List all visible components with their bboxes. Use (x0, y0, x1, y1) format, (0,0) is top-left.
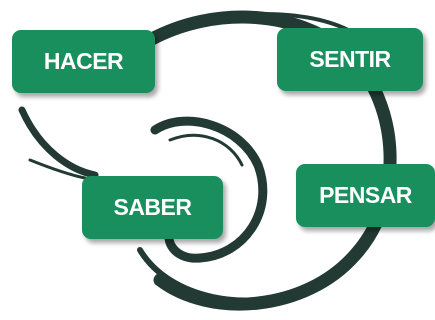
node-saber-label: SABER (113, 194, 191, 221)
node-pensar-label: PENSAR (319, 182, 412, 209)
node-sentir: SENTIR (277, 28, 423, 91)
swirl-left-stroke (22, 110, 95, 175)
node-sentir-label: SENTIR (309, 46, 390, 73)
node-hacer: HACER (12, 30, 155, 93)
node-hacer-label: HACER (44, 48, 123, 75)
node-saber: SABER (82, 176, 223, 239)
node-pensar: PENSAR (296, 164, 435, 227)
